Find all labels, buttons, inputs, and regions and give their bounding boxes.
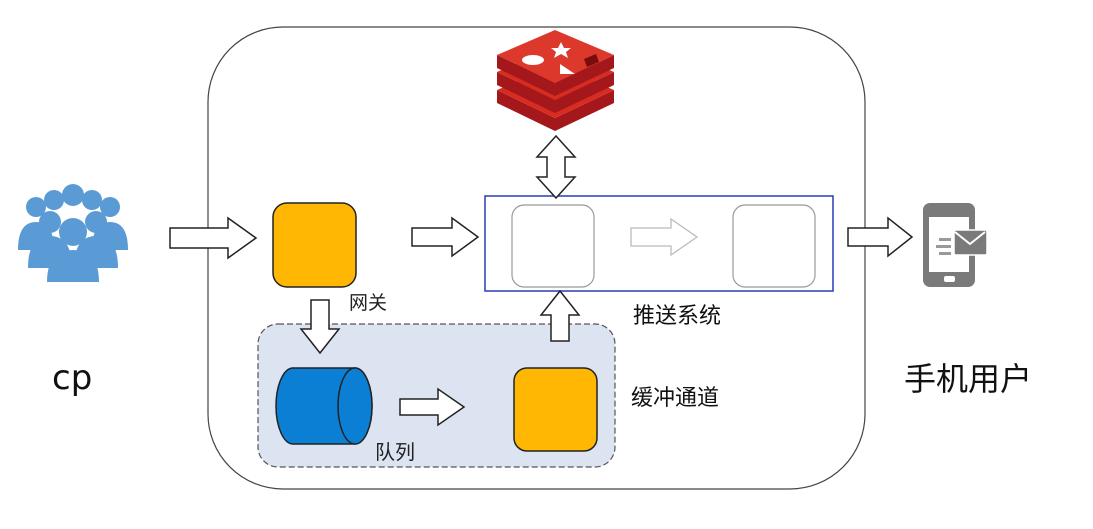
cp-label: cp [52,358,93,398]
arrow-queue-to-buffer [399,387,466,427]
arrow-gateway-to-queue [299,299,341,355]
push-node-1 [511,204,595,288]
arrow-buffer-to-push [539,289,581,342]
mobile-user-label: 手机用户 [904,360,1033,398]
arrow-redis-push-bidirectional [535,134,577,200]
arrow-push-to-phone [847,216,914,258]
push-system-label: 推送系统 [633,304,722,329]
phone-message-icon [923,203,988,287]
push-system-box [484,195,834,292]
buffer-channel-label: 缓冲通道 [631,386,720,411]
queue-label: 队列 [375,440,415,464]
buffer-block [513,367,598,452]
arrow-cp-to-gateway [169,216,258,260]
gateway-block [272,202,357,288]
gateway-label: 网关 [349,292,388,314]
server-boundary [207,26,866,490]
push-node-2 [732,204,816,288]
push-internal-arrow [630,217,699,257]
users-group-icon [18,184,128,282]
arrow-gateway-to-push [411,216,480,258]
redis-icon [497,30,614,131]
queue-cylinder [275,367,373,445]
